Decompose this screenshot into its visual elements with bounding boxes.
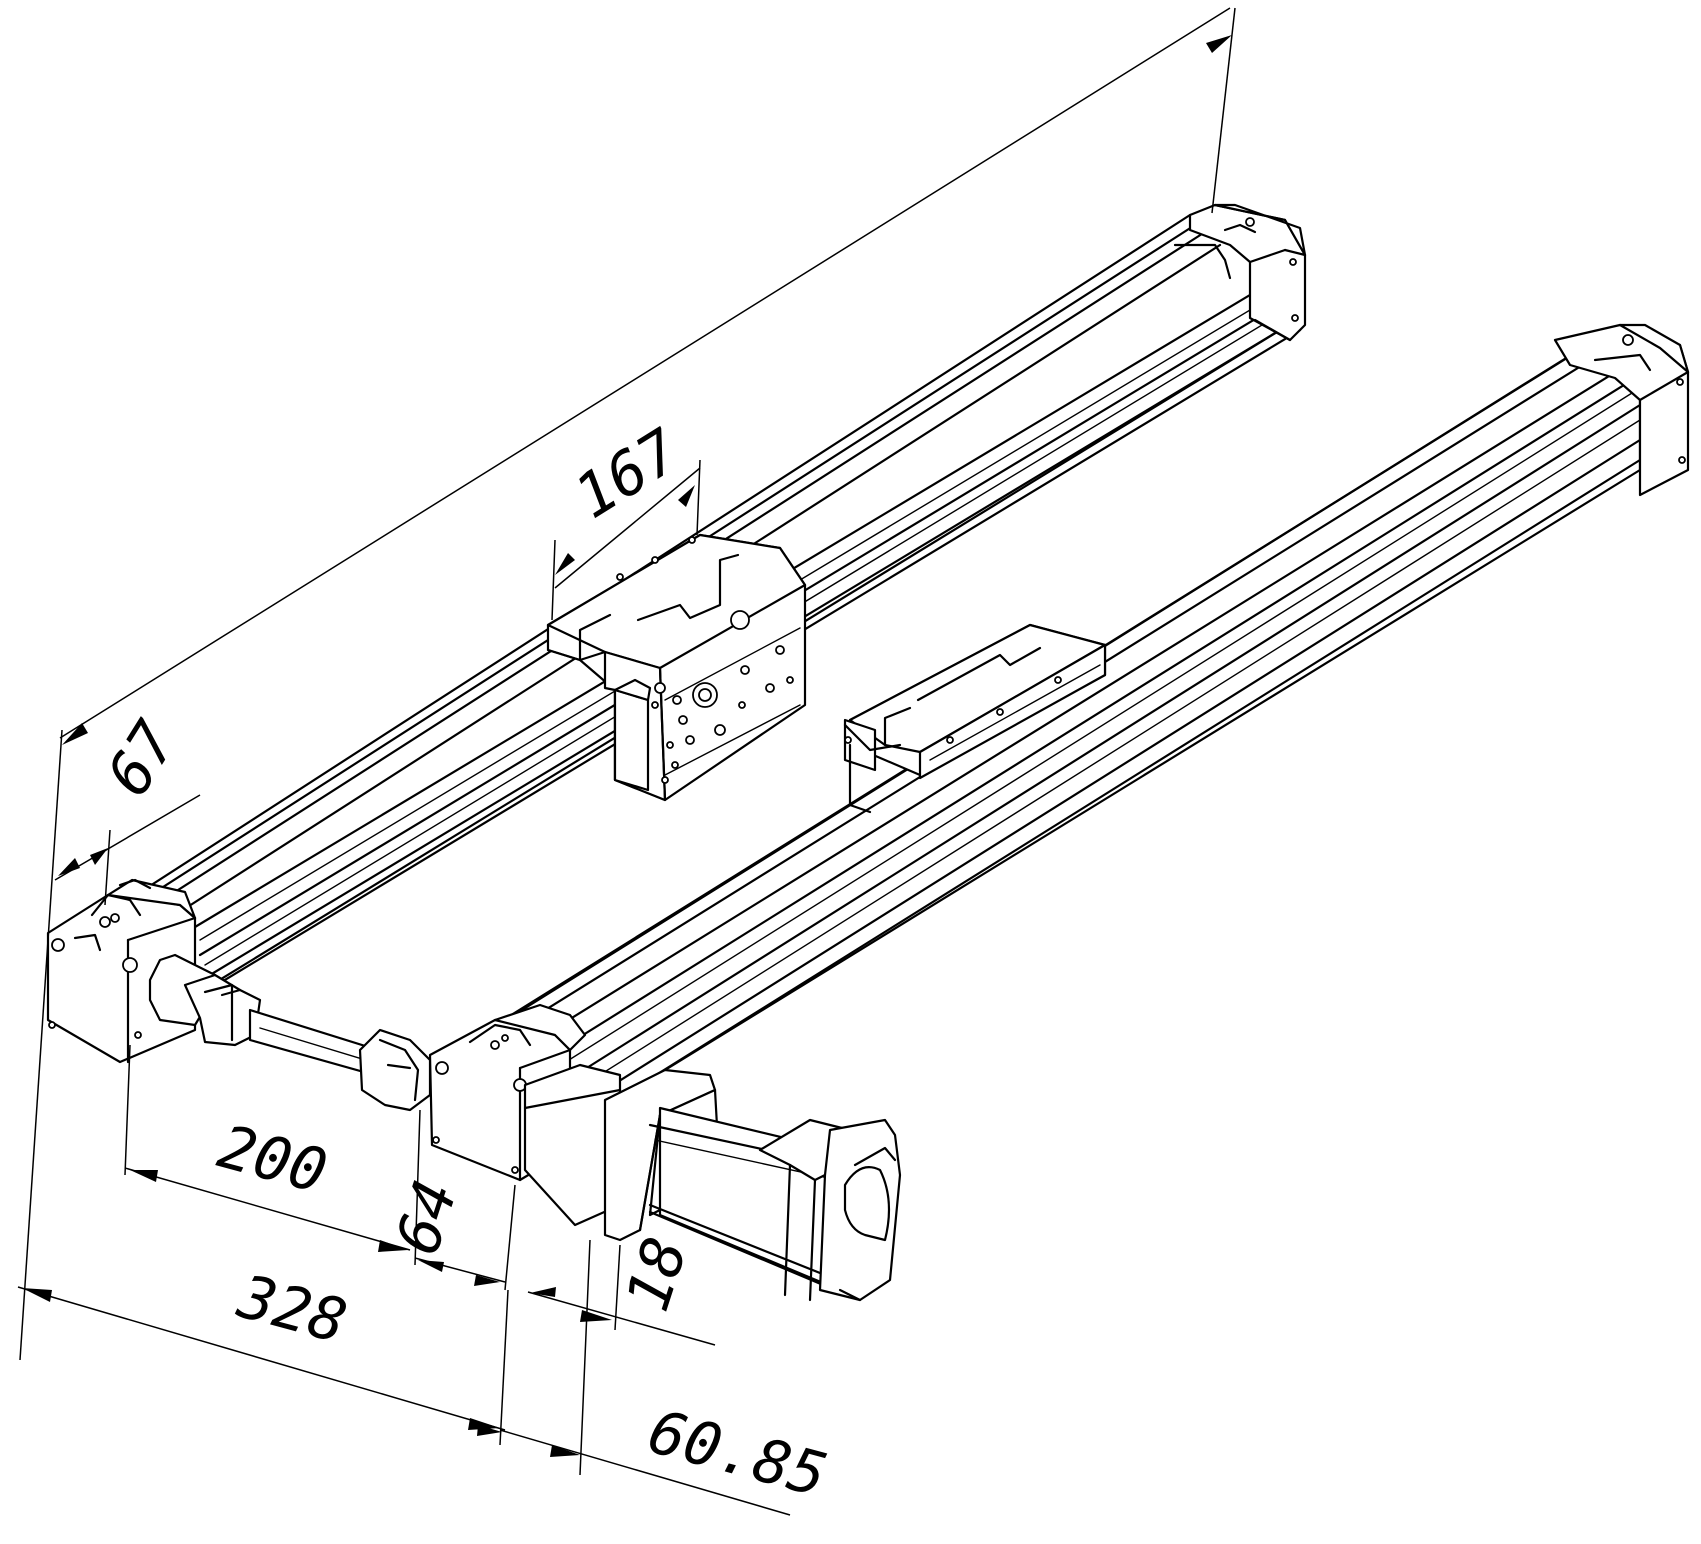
front-carriage [843, 623, 1107, 814]
dim-label-167: 167 [563, 416, 692, 533]
front-rail [453, 323, 1642, 1152]
dim-label-200: 200 [211, 1112, 334, 1208]
dim-label-18: 18 [613, 1229, 702, 1319]
back-rail-near-end-cap [46, 878, 197, 1064]
motor [523, 1063, 902, 1302]
dim-label-60-85: 60.85 [641, 1397, 834, 1511]
dim-label-67: 67 [93, 710, 191, 808]
dim-label-328: 328 [230, 1262, 354, 1358]
back-carriage [546, 533, 807, 802]
drive-shaft [148, 953, 432, 1112]
back-rail-end-cap [1173, 203, 1307, 342]
front-rail-far-end-cap [1553, 323, 1690, 497]
dimension-lines [17, 7, 1236, 1516]
